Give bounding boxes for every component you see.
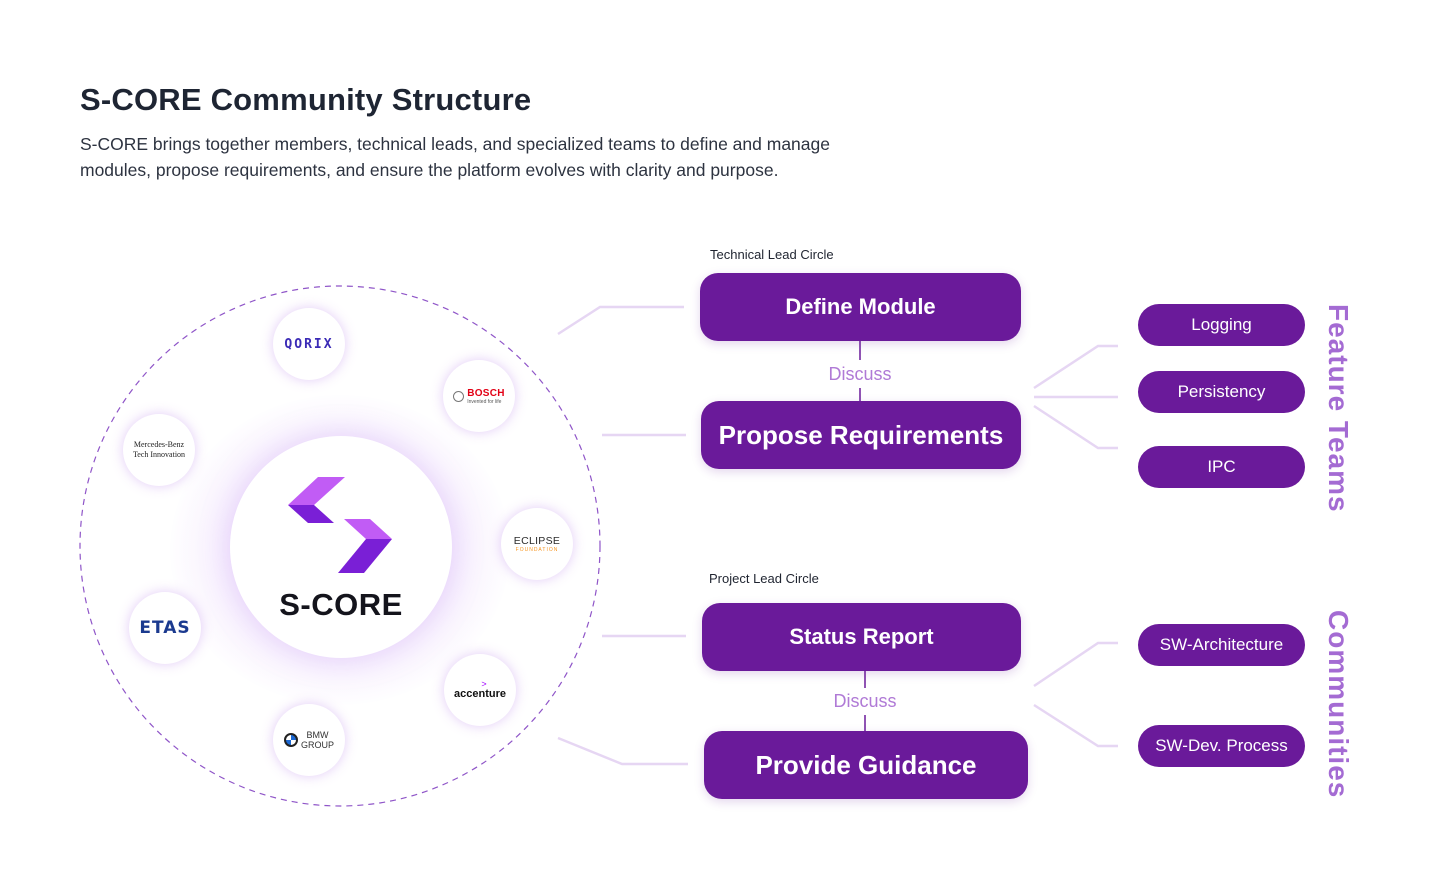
bosch-tagline: Invented for life xyxy=(467,398,502,405)
project-lead-circle-label: Project Lead Circle xyxy=(709,571,819,586)
hub-line-define-module xyxy=(557,305,684,336)
partner-eclipse[interactable]: ECLIPSE FOUNDATION xyxy=(501,508,573,580)
bmw-logo-line2: GROUP xyxy=(300,740,334,750)
partner-bosch[interactable]: BOSCH Invented for life xyxy=(443,360,515,432)
partner-etas[interactable]: ETAS xyxy=(129,592,201,664)
accenture-logo: accenture xyxy=(454,688,506,700)
community-sw-dev-process[interactable]: SW-Dev. Process xyxy=(1138,725,1305,767)
status-report-box[interactable]: Status Report xyxy=(702,603,1021,671)
partner-mercedes-benz[interactable]: Mercedes-Benz Tech Innovation xyxy=(123,414,195,486)
communities-label: Communities xyxy=(1323,610,1354,799)
bosch-logo: BOSCH xyxy=(467,387,505,399)
accenture-arrow-icon: > xyxy=(481,679,487,689)
community-sw-architecture[interactable]: SW-Architecture xyxy=(1138,624,1305,666)
partner-ring xyxy=(79,285,601,807)
s-core-logo-icon xyxy=(288,477,392,573)
bmw-roundel-icon xyxy=(283,733,298,747)
feature-team-ipc[interactable]: IPC xyxy=(1138,446,1305,488)
partner-accenture[interactable]: > accenture xyxy=(444,654,516,726)
eclipse-logo: ECLIPSE xyxy=(513,535,561,547)
define-module-box[interactable]: Define Module xyxy=(700,273,1021,341)
partner-bmw-group[interactable]: BMW GROUP xyxy=(273,704,345,776)
branch-sw-architecture xyxy=(1033,641,1118,688)
hub-name: S-CORE xyxy=(279,587,403,622)
page-description: S-CORE brings together members, technica… xyxy=(80,134,830,180)
branch-ipc xyxy=(1033,404,1118,450)
discuss-label-project: Discuss xyxy=(833,691,897,711)
provide-guidance-box[interactable]: Provide Guidance xyxy=(704,731,1028,799)
hub-line-provide-guidance xyxy=(557,736,688,766)
feature-teams-label: Feature Teams xyxy=(1323,304,1354,513)
mercedes-logo-line1: Mercedes-Benz xyxy=(133,440,185,449)
bosch-armature-icon xyxy=(453,390,465,402)
feature-team-persistency[interactable]: Persistency xyxy=(1138,371,1305,413)
branch-sw-dev-process xyxy=(1033,703,1118,748)
qorix-logo: QORIX xyxy=(284,336,334,352)
technical-lead-circle-label: Technical Lead Circle xyxy=(710,247,834,262)
branch-logging xyxy=(1033,344,1118,390)
eclipse-tagline: FOUNDATION xyxy=(515,547,559,553)
etas-logo: ETAS xyxy=(139,618,191,638)
mercedes-logo-line2: Tech Innovation xyxy=(132,450,186,459)
partner-qorix[interactable]: QORIX xyxy=(273,308,345,380)
hub-circle xyxy=(230,436,452,658)
discuss-label-technical: Discuss xyxy=(828,364,892,384)
feature-team-logging[interactable]: Logging xyxy=(1138,304,1305,346)
page-title: S-CORE Community Structure xyxy=(80,82,532,117)
propose-requirements-box[interactable]: Propose Requirements xyxy=(701,401,1021,469)
bmw-logo-line1: BMW xyxy=(306,730,329,740)
